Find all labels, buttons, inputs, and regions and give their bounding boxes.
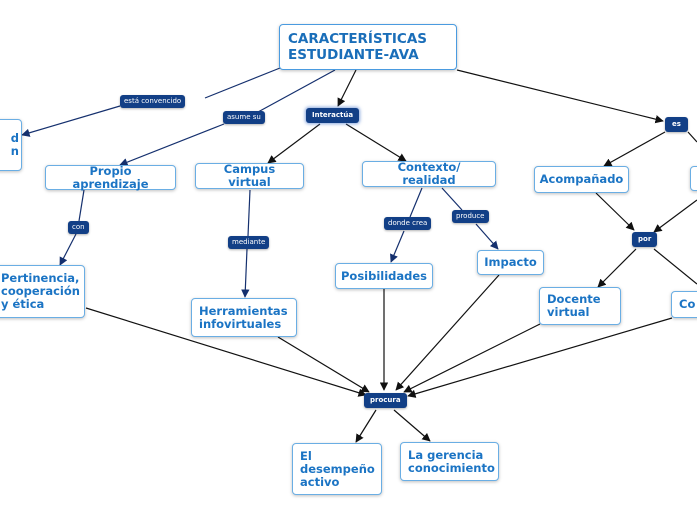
edge-contexto-donde-crea — [409, 187, 423, 218]
edge-por-right — [653, 248, 697, 285]
node-docente-virtual[interactable]: Docente virtual — [539, 287, 621, 325]
edge-esta-convencido-left — [21, 105, 121, 137]
edge-con-pertinencia — [59, 233, 77, 266]
edge-impacto-procura — [395, 274, 500, 391]
edge-interactua-contexto — [345, 123, 407, 162]
link-mediante-label: mediante — [232, 238, 266, 246]
link-por[interactable]: por — [632, 232, 658, 247]
link-esta-convencido[interactable]: está convencido — [120, 95, 186, 108]
link-asume-su[interactable]: asume su — [223, 111, 265, 124]
link-es-label: es — [672, 120, 681, 128]
node-pertinencia-label: Pertinencia, cooperación y ética — [1, 271, 80, 311]
edge-com-procura — [407, 317, 673, 398]
edge-produce-impacto — [475, 223, 499, 250]
edge-procura-gerencia — [393, 409, 431, 442]
edge-es-acompanado — [603, 131, 666, 167]
edge-root-es — [456, 69, 664, 124]
node-acompanado-label: Acompañado — [539, 172, 624, 186]
node-desempeno-label: El desempeño activo — [300, 448, 375, 489]
node-left-cut-label: d n — [10, 131, 19, 158]
node-posibilidades-label: Posibilidades — [340, 268, 428, 283]
link-es[interactable]: es — [665, 117, 688, 132]
link-interactua[interactable]: Interactúa — [306, 108, 360, 123]
edge-root-asume-su — [257, 69, 336, 113]
node-campus-virtual[interactable]: Campus virtual — [195, 163, 304, 189]
node-campus-virtual-label: Campus virtual — [223, 162, 276, 189]
edge-pertinencia-procura — [85, 307, 367, 397]
node-desempeno-activo[interactable]: El desempeño activo — [292, 443, 382, 495]
node-acompanado[interactable]: Acompañado — [534, 166, 629, 193]
node-propio-aprendizaje-label: Propio aprendizaje — [72, 163, 149, 191]
link-asume-su-label: asume su — [227, 113, 261, 121]
edge-procura-desempeno — [355, 409, 377, 443]
node-posibilidades[interactable]: Posibilidades — [335, 263, 433, 289]
edge-asume-su-propio — [119, 123, 225, 167]
node-propio-aprendizaje[interactable]: Propio aprendizaje — [45, 163, 176, 191]
root-node-label: CARACTERÍSTICAS ESTUDIANTE-AVA — [288, 31, 427, 63]
node-contexto-realidad[interactable]: Contexto/ realidad — [362, 161, 496, 187]
edge-acompanado-por — [595, 192, 635, 231]
link-con[interactable]: con — [68, 221, 89, 234]
link-donde-crea-label: donde crea — [388, 219, 428, 227]
node-herramientas-infovirtuales[interactable]: Herramientas infovirtuales — [191, 298, 297, 337]
link-procura[interactable]: procura — [364, 393, 407, 408]
edge-herramientas-procura — [277, 336, 370, 393]
link-interactua-label: Interactúa — [312, 111, 354, 119]
edge-right-por — [653, 199, 697, 233]
link-esta-convencido-label: está convencido — [124, 97, 182, 105]
edge-por-docente — [597, 248, 637, 288]
node-docente-virtual-label: Docente virtual — [547, 292, 601, 319]
link-mediante[interactable]: mediante — [228, 236, 270, 249]
link-produce-label: produce — [456, 212, 485, 220]
node-impacto[interactable]: Impacto — [477, 250, 544, 275]
edge-contexto-produce — [441, 187, 463, 211]
edge-donde-crea-posibilidades — [390, 230, 405, 263]
node-gerencia-label: La gerencia conocimiento — [408, 447, 495, 475]
link-produce[interactable]: produce — [452, 210, 489, 223]
edge-root-esta-convencido — [204, 67, 281, 99]
node-herramientas-label: Herramientas infovirtuales — [199, 303, 288, 331]
node-com-cut-label: Co — [679, 297, 696, 311]
edge-interactua-campus — [267, 123, 321, 164]
node-impacto-label: Impacto — [484, 255, 537, 269]
edge-propio-con — [78, 189, 85, 222]
link-por-label: por — [638, 235, 652, 243]
link-procura-label: procura — [370, 396, 401, 404]
node-contexto-realidad-label: Contexto/ realidad — [397, 160, 461, 187]
node-com-cut[interactable]: Co — [671, 291, 697, 318]
edge-es-right — [687, 131, 697, 143]
link-donde-crea[interactable]: donde crea — [384, 217, 432, 230]
edge-docente-procura — [403, 323, 541, 393]
node-left-cut[interactable]: d n — [0, 119, 22, 171]
node-gerencia-conocimiento[interactable]: La gerencia conocimiento — [400, 442, 499, 481]
edge-campus-mediante — [247, 189, 251, 237]
link-con-label: con — [72, 223, 85, 231]
edge-mediante-herramientas — [241, 248, 250, 298]
root-node[interactable]: CARACTERÍSTICAS ESTUDIANTE-AVA — [279, 24, 457, 70]
node-right-cut[interactable] — [690, 166, 697, 191]
edge-root-interactua — [337, 69, 357, 107]
node-pertinencia[interactable]: Pertinencia, cooperación y ética — [0, 265, 85, 318]
